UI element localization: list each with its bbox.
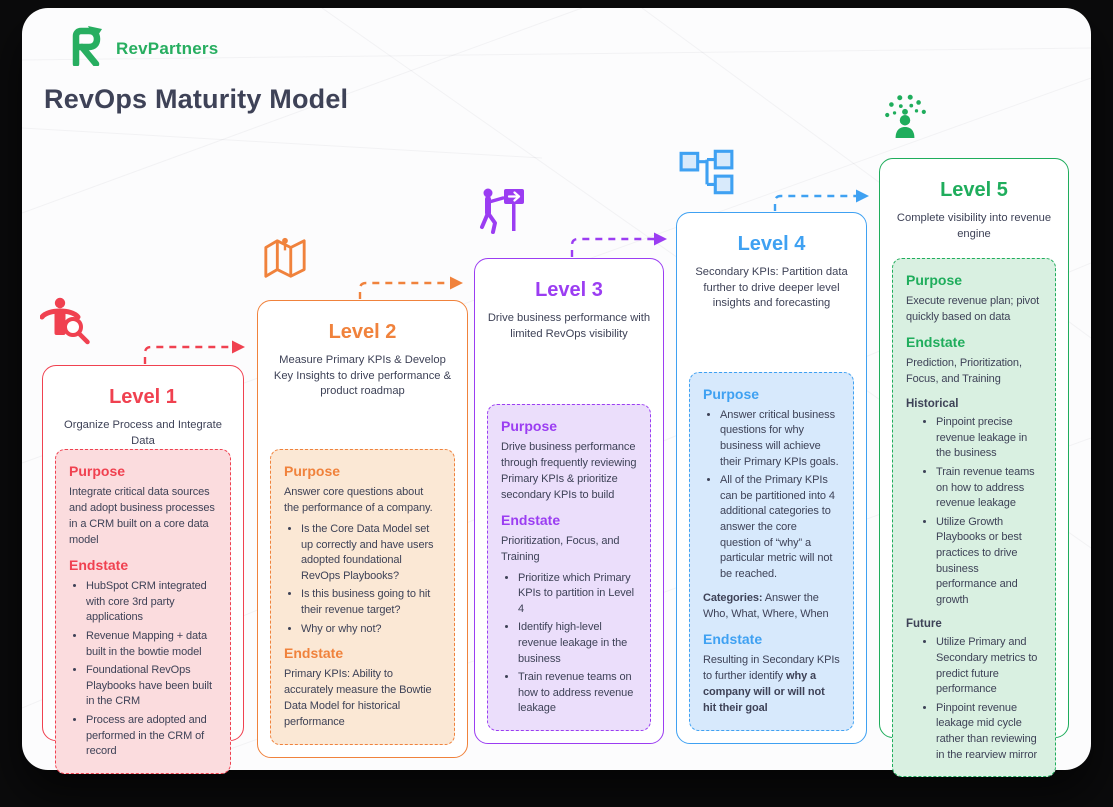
endstate-heading: Endstate bbox=[501, 511, 561, 528]
categories-label: Categories: bbox=[703, 592, 763, 605]
level-1-title: Level 1 bbox=[109, 386, 177, 408]
endstate-heading: Endstate bbox=[284, 645, 344, 662]
purpose-bullet-list: Answer critical business questions for w… bbox=[703, 408, 840, 583]
brand-header: RevPartners bbox=[68, 26, 218, 71]
future-bullet-list: Utilize Primary and Secondary metrics to… bbox=[906, 635, 1042, 763]
level-5-title: Level 5 bbox=[940, 179, 1008, 201]
level-1-detail-box: Purpose Integrate critical data sources … bbox=[55, 449, 231, 774]
endstate-bullet-list: Prioritize which Primary KPIs to partiti… bbox=[501, 571, 637, 717]
bullet-item: Is the Core Data Model set up correctly … bbox=[301, 522, 441, 584]
person-magnifier-icon bbox=[39, 296, 92, 353]
endstate-text: Prioritization, Focus, and Training bbox=[501, 534, 620, 563]
bullet-item: Utilize Growth Playbooks or best practic… bbox=[936, 515, 1042, 609]
level-2-subtitle: Measure Primary KPIs & Develop Key Insig… bbox=[273, 354, 452, 398]
bullet-item: Is this business going to hit their reve… bbox=[301, 587, 441, 618]
categories-text: Categories: Answer the Who, What, Where,… bbox=[703, 592, 829, 621]
bullet-item: Train revenue teams on how to address re… bbox=[936, 465, 1042, 512]
purpose-heading: Purpose bbox=[906, 272, 963, 289]
purpose-heading: Purpose bbox=[501, 417, 558, 434]
purpose-heading: Purpose bbox=[284, 463, 341, 480]
level-1-card: Level 1 Organize Process and Integrate D… bbox=[42, 365, 244, 774]
level-4-subtitle: Secondary KPIs: Partition data further t… bbox=[695, 266, 848, 310]
bullet-item: Pinpoint revenue leakage mid cycle rathe… bbox=[936, 701, 1042, 763]
level-5-card: Level 5 Complete visibility into revenue… bbox=[879, 158, 1069, 778]
endstate-text: Prediction, Prioritization, Focus, and T… bbox=[906, 357, 1022, 386]
historical-heading: Historical bbox=[906, 398, 959, 411]
bullet-item: All of the Primary KPIs can be partition… bbox=[720, 473, 840, 582]
bullet-item: Prioritize which Primary KPIs to partiti… bbox=[518, 571, 637, 618]
page-title: RevOps Maturity Model bbox=[44, 84, 349, 114]
bullet-item: Foundational RevOps Playbooks have been … bbox=[86, 663, 217, 710]
level-3-detail-box: Purpose Drive business performance throu… bbox=[487, 403, 651, 731]
brand-name: RevPartners bbox=[116, 38, 219, 58]
purpose-text: Answer core questions about the performa… bbox=[284, 486, 433, 515]
purpose-text: Drive business performance through frequ… bbox=[501, 440, 637, 501]
bullet-item: HubSpot CRM integrated with core 3rd par… bbox=[86, 579, 217, 626]
purpose-bullet-list: Is the Core Data Model set up correctly … bbox=[284, 522, 441, 637]
endstate-text: Primary KPIs: Ability to accurately meas… bbox=[284, 668, 432, 729]
map-icon bbox=[262, 236, 308, 287]
bullet-item: Pinpoint precise revenue leakage in the … bbox=[936, 415, 1042, 462]
bullet-item: Answer critical business questions for w… bbox=[720, 408, 840, 470]
level-4-card: Level 4 Secondary KPIs: Partition data f… bbox=[676, 212, 867, 744]
level-2-detail-box: Purpose Answer core questions about the … bbox=[270, 449, 455, 745]
level-5-detail-box: Purpose Execute revenue plan; pivot quic… bbox=[892, 258, 1056, 778]
level-5-subtitle: Complete visibility into revenue engine bbox=[896, 212, 1052, 240]
level-4-detail-box: Purpose Answer critical business questio… bbox=[689, 371, 854, 731]
purpose-heading: Purpose bbox=[69, 463, 126, 480]
endstate-heading: Endstate bbox=[69, 557, 129, 574]
level-2-card: Level 2 Measure Primary KPIs & Develop K… bbox=[257, 300, 468, 758]
bullet-item: Identify high-level revenue leakage in t… bbox=[518, 620, 637, 667]
juggling-person-icon bbox=[882, 92, 928, 143]
level-3-title: Level 3 bbox=[535, 279, 603, 301]
level-3-subtitle: Drive business performance with limited … bbox=[487, 312, 651, 340]
flowchart-icon bbox=[678, 148, 736, 201]
level-1-subtitle: Organize Process and Integrate Data bbox=[64, 419, 222, 447]
endstate-text: Resulting in Secondary KPIs to further i… bbox=[703, 654, 840, 715]
purpose-heading: Purpose bbox=[703, 385, 760, 402]
hiker-signpost-icon bbox=[477, 186, 529, 243]
future-heading: Future bbox=[906, 618, 942, 631]
bullet-item: Revenue Mapping + data built in the bowt… bbox=[86, 629, 217, 660]
bullet-item: Process are adopted and performed in the… bbox=[86, 713, 217, 760]
bullet-item: Utilize Primary and Secondary metrics to… bbox=[936, 635, 1042, 697]
level-4-title: Level 4 bbox=[737, 233, 806, 255]
level-2-title: Level 2 bbox=[328, 321, 397, 343]
purpose-text: Execute revenue plan; pivot quickly base… bbox=[906, 295, 1040, 324]
historical-bullet-list: Pinpoint precise revenue leakage in the … bbox=[906, 415, 1042, 608]
endstate-bullet-list: HubSpot CRM integrated with core 3rd par… bbox=[69, 579, 217, 760]
revpartners-logo-icon bbox=[68, 26, 104, 71]
purpose-text: Integrate critical data sources and adop… bbox=[69, 486, 215, 547]
level-3-card: Level 3 Drive business performance with … bbox=[474, 258, 664, 744]
endstate-heading: Endstate bbox=[906, 334, 966, 351]
infographic-sheet: RevPartners RevOps Maturity Model bbox=[22, 8, 1091, 778]
bullet-item: Why or why not? bbox=[301, 622, 441, 638]
endstate-heading: Endstate bbox=[703, 631, 763, 648]
bullet-item: Train revenue teams on how to address re… bbox=[518, 670, 637, 717]
